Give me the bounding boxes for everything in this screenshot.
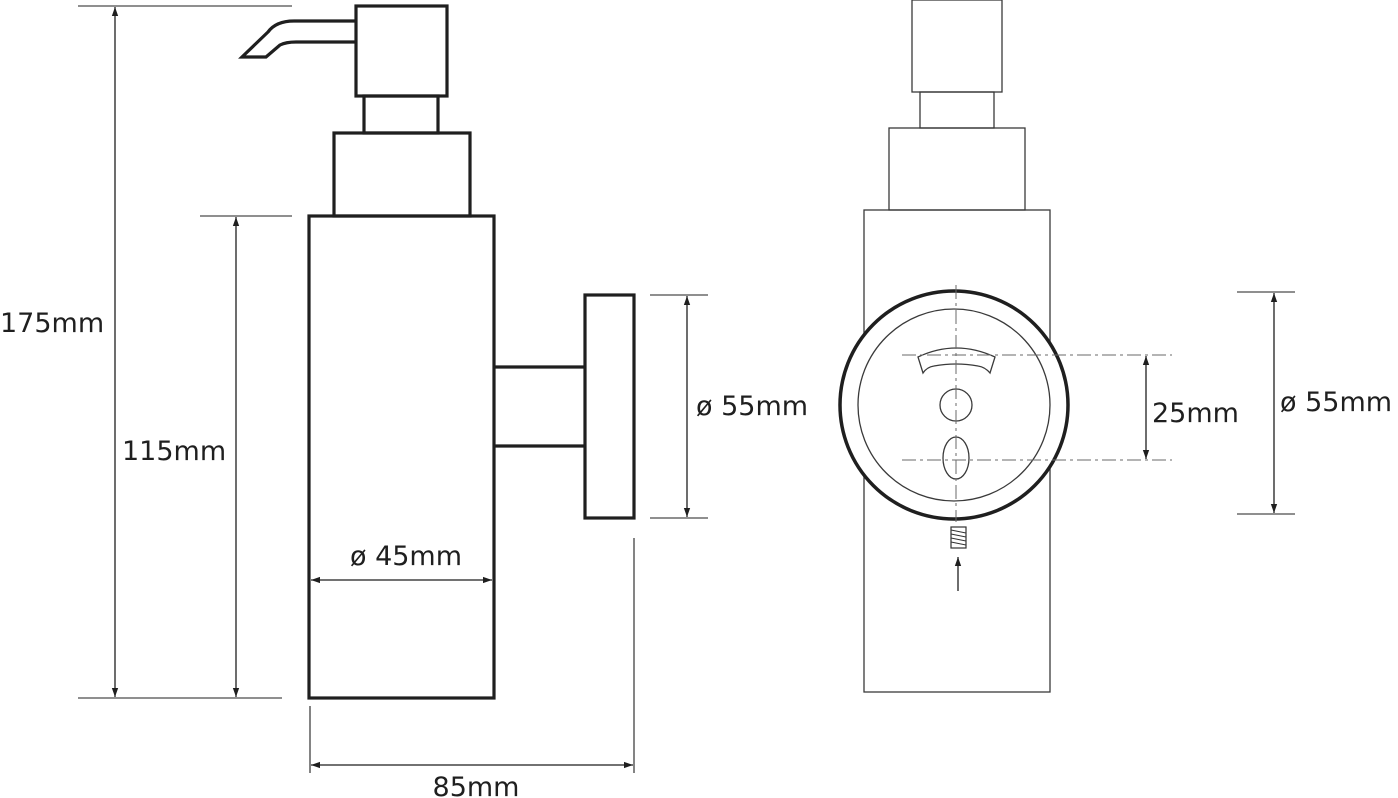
pump-spout — [238, 19, 356, 59]
pump-collar — [888, 127, 1026, 211]
side-view — [238, 4, 636, 700]
bottle-body — [307, 214, 496, 700]
body-height-label: 115mm — [122, 436, 226, 467]
wall-arm — [494, 365, 585, 448]
pump-collar — [332, 131, 472, 218]
pump-head — [911, 0, 1003, 93]
wall-plate-inner — [857, 308, 1051, 502]
dimension-side-plate-diameter: ø 55mm — [650, 294, 808, 519]
mounting-slot — [917, 347, 996, 375]
set-screw — [950, 526, 967, 549]
hole-spacing-label: 25mm — [1152, 398, 1239, 429]
pump-head — [354, 4, 449, 98]
dimension-body-diameter: ø 45mm — [311, 541, 492, 584]
front-plate-diameter-label: ø 55mm — [1280, 387, 1392, 418]
dimension-hole-spacing: 25mm — [1142, 356, 1239, 459]
pump-neck — [362, 94, 440, 135]
dimension-front-plate-diameter: ø 55mm — [1237, 291, 1392, 515]
wall-plate — [583, 293, 636, 520]
body-diameter-label: ø 45mm — [350, 541, 462, 572]
pump-neck — [919, 91, 995, 129]
dimension-body-height: 115mm — [122, 215, 292, 697]
wall-plate-outer — [838, 289, 1070, 521]
screw-thread — [950, 529, 967, 546]
front-view — [838, 0, 1172, 693]
side-plate-diameter-label: ø 55mm — [696, 391, 808, 422]
dimension-overall-depth: 85mm — [309, 538, 635, 798]
dimension-total-height: 175mm — [0, 5, 292, 699]
total-height-label: 175mm — [0, 308, 104, 339]
overall-depth-label: 85mm — [433, 772, 520, 798]
